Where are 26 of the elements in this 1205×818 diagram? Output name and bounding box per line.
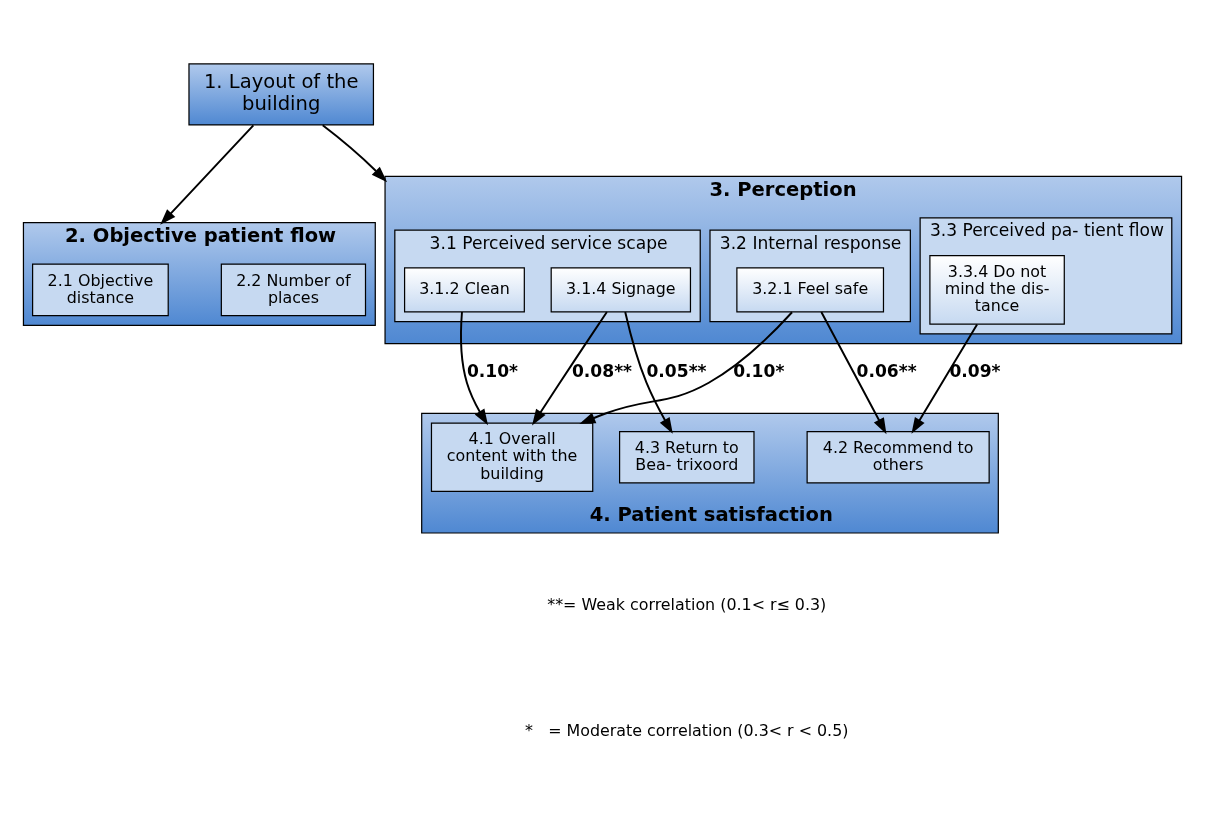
node-box: 4.3 Return to Bea- trixoord <box>619 431 755 484</box>
label: * = Moderate correlation (0.3< r < 0.5) <box>525 721 849 741</box>
node-box: 3.3.4 Do not mind the dis- tance <box>929 255 1065 325</box>
arrow <box>820 311 887 435</box>
node-box: 3.1.4 Signage <box>550 267 692 313</box>
node-box: 1. Layout of the building <box>188 63 375 126</box>
edge-label: 0.05** <box>646 360 707 381</box>
node-box: 2.1 Objective distance <box>32 263 169 317</box>
label: **= Weak correlation (0.1< r≤ 0.3) <box>547 595 827 615</box>
arrow <box>911 323 979 434</box>
arrow <box>532 310 608 426</box>
node-box: 2.2 Number of places <box>220 263 367 317</box>
edge-label: 0.08** <box>571 360 633 381</box>
arrow <box>460 311 489 426</box>
node-box: 3.2.1 Feel safe <box>736 267 885 313</box>
edge-label: 0.09* <box>949 360 1001 381</box>
arrow <box>321 124 388 183</box>
edge-label: 0.10* <box>733 360 785 381</box>
node-box: 3.1.2 Clean <box>403 267 525 313</box>
node-box: 4.2 Recommend to others <box>806 431 990 484</box>
edge-label: 0.10* <box>466 360 519 381</box>
edge-label: 0.06** <box>856 360 917 381</box>
node-box: 4.1 Overall content with the building <box>430 422 594 493</box>
arrow <box>579 311 794 425</box>
arrow <box>624 310 673 434</box>
arrow <box>160 124 255 225</box>
